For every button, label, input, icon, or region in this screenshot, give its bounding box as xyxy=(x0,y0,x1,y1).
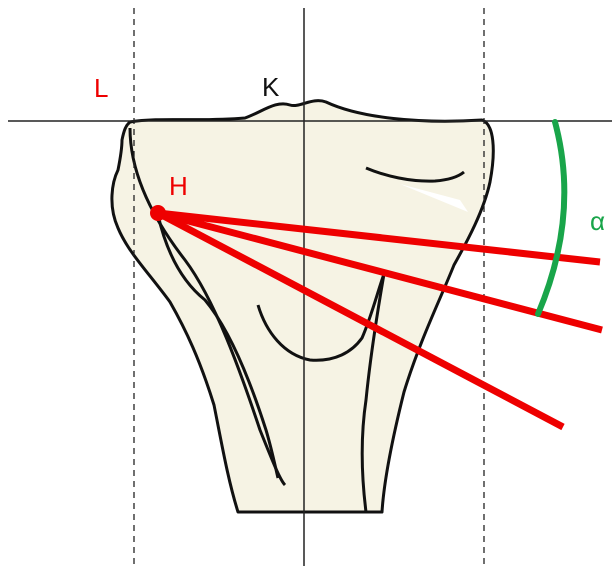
angle-arc xyxy=(538,122,564,314)
label-h: H xyxy=(169,171,188,201)
label-k: K xyxy=(262,72,280,102)
point-h-marker xyxy=(150,205,166,221)
label-l: L xyxy=(94,73,108,103)
label-alpha: α xyxy=(590,206,605,236)
tibia-outline xyxy=(112,101,493,512)
